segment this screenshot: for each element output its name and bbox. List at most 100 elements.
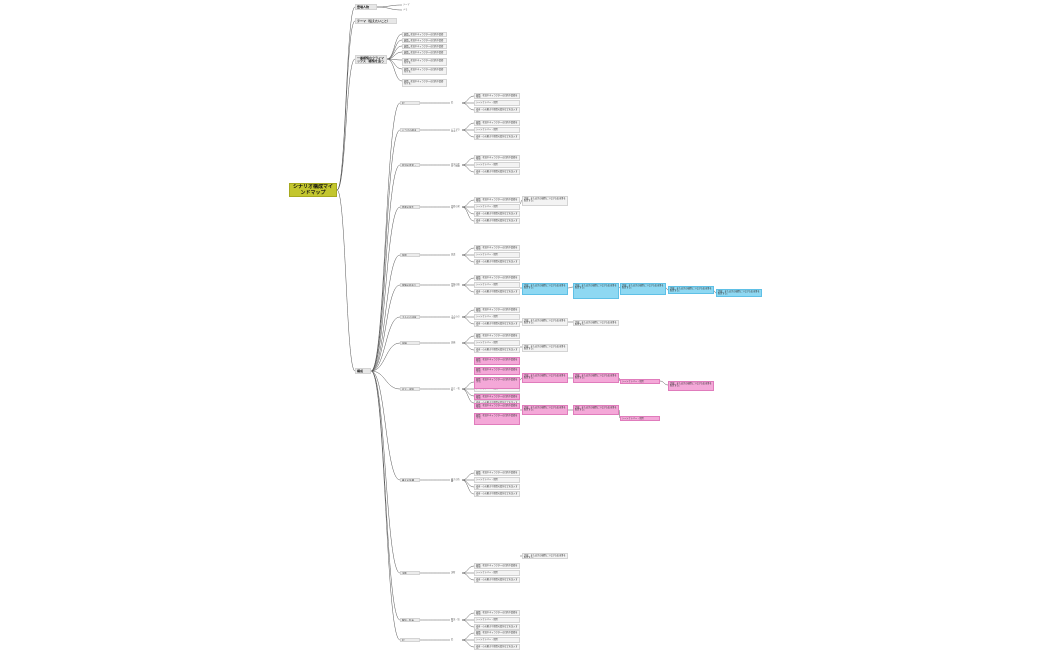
highlight-leaf[interactable]: 展開、状況やキャラクターの目的や葛藤を示す。 <box>474 367 520 375</box>
content-leaf[interactable]: シーンナンバー・場所 <box>474 100 520 106</box>
blue-note[interactable]: 伏線、または次の展開につながる出来事を配置する。 <box>573 283 619 299</box>
content-leaf[interactable]: シーンナンバー・場所 <box>474 477 520 483</box>
content-leaf[interactable]: 内容・心の動きや感情の変化などを記入する。 <box>474 259 520 265</box>
section-sub[interactable]: 最大の危機 <box>451 478 460 482</box>
content-leaf[interactable]: 展開、状況やキャラクターの目的や葛藤を示す。 <box>474 630 520 636</box>
highlight-leaf[interactable]: 展開、状況やキャラクターの目的や葛藤を示す。 <box>474 377 520 389</box>
content-leaf[interactable]: 展開、状況やキャラクターの目的や葛藤を示す。 <box>474 470 520 476</box>
climax-leaf[interactable]: 展開、状況やキャラクターの目的や葛藤を示す。 <box>402 38 447 43</box>
section-node[interactable]: 対立・攻防 <box>400 387 420 391</box>
section-node[interactable]: 起 <box>400 101 420 105</box>
content-leaf[interactable]: シーンナンバー・場所 <box>474 204 520 210</box>
content-leaf[interactable]: 内容・心の動きや感情の変化などを記入する。 <box>474 169 520 175</box>
section-node[interactable]: 主人公の決意 <box>400 315 420 319</box>
branch-characters[interactable]: 登場人物 <box>355 4 377 10</box>
content-leaf[interactable]: シーンナンバー・場所 <box>474 282 520 288</box>
side-note[interactable]: 伏線、または次の展開につながる出来事を配置する。 <box>573 320 619 326</box>
climax-leaf[interactable]: 展開、状況やキャラクターの目的や葛藤を示す。 <box>402 32 447 37</box>
content-leaf[interactable]: 内容・心の動きや感情の変化などを記入する。 <box>474 644 520 650</box>
highlight-tail[interactable]: シーンナンバー・場所 <box>620 379 660 384</box>
side-note[interactable]: 伏線、または次の展開につながる出来事を配置する。 <box>522 553 568 559</box>
content-leaf[interactable]: 展開、状況やキャラクターの目的や葛藤を示す。 <box>474 610 520 616</box>
content-leaf[interactable]: 内容・心の動きや感情の変化などを記入する。 <box>474 491 520 497</box>
highlight-leaf[interactable]: 展開、状況やキャラクターの目的や葛藤を示す。 <box>474 403 520 409</box>
content-leaf[interactable]: 展開、状況やキャラクターの目的や葛藤を示す。 <box>474 93 520 99</box>
blue-note[interactable]: 伏線、または次の展開につながる出来事を配置する。 <box>522 283 568 295</box>
highlight-note[interactable]: 伏線、または次の展開につながる出来事を配置する。 <box>522 373 568 383</box>
side-note[interactable]: 伏線、または次の展開につながる出来事を配置する。 <box>522 344 568 352</box>
section-node[interactable]: 解決・結末 <box>400 618 420 622</box>
content-leaf[interactable]: シーンナンバー・場所 <box>474 127 520 133</box>
section-sub[interactable]: 解決・結末 <box>451 618 460 622</box>
content-leaf[interactable]: 内容・心の動きや感情の変化などを記入する。 <box>474 347 520 353</box>
section-sub[interactable]: 起 <box>451 101 454 104</box>
section-node[interactable]: 試練 <box>400 341 420 345</box>
section-sub[interactable]: 冒険の始まり <box>451 283 460 287</box>
side-note[interactable]: 伏線、または次の展開につながる出来事を配置する。 <box>522 318 568 326</box>
highlight-leaf[interactable]: 展開、状況やキャラクターの目的や葛藤を示す。 <box>474 394 520 400</box>
content-leaf[interactable]: 展開、状況やキャラクターの目的や葛藤を示す。 <box>474 245 520 251</box>
content-leaf[interactable]: シーンナンバー・場所 <box>474 314 520 320</box>
content-leaf[interactable]: シーンナンバー・場所 <box>474 252 520 258</box>
climax-leaf[interactable]: 展開、状況やキャラクターの目的や葛藤を示す。 <box>402 50 447 55</box>
branch-climax[interactable]: 一番感情のクライマックス（感情を追ってもらう） <box>355 55 387 64</box>
leaf-memo[interactable]: メモ <box>403 8 408 11</box>
climax-leaf[interactable]: 展開、状況やキャラクターの目的や葛藤を示す。 <box>402 79 447 87</box>
blue-note[interactable]: 伏線、または次の展開につながる出来事を配置する。 <box>668 286 714 294</box>
blue-note[interactable]: 伏線、または次の展開につながる出来事を配置する。 <box>620 283 666 295</box>
section-node[interactable]: 冒険の始まり <box>400 283 420 287</box>
content-leaf[interactable]: 内容・心の動きや感情の変化などを記入する。 <box>474 218 520 224</box>
content-leaf[interactable]: 内容・心の動きや感情の変化などを記入する。 <box>474 289 520 295</box>
content-leaf[interactable]: 展開、状況やキャラクターの目的や葛藤を示す。 <box>474 197 520 203</box>
highlight-tail[interactable]: シーンナンバー・場所 <box>620 416 660 421</box>
content-leaf[interactable]: シーンナンバー・場所 <box>474 340 520 346</box>
highlight-leaf[interactable]: 展開、状況やキャラクターの目的や葛藤を示す。 <box>474 357 520 365</box>
content-leaf[interactable]: シーンナンバー・場所 <box>474 637 520 643</box>
section-node[interactable]: 葛藤の発生 <box>400 205 420 209</box>
section-node[interactable]: 起 <box>400 638 420 642</box>
content-leaf[interactable]: 展開、状況やキャラクターの目的や葛藤を示す。 <box>474 120 520 126</box>
climax-leaf[interactable]: 展開、状況やキャラクターの目的や葛藤を示す。 <box>402 58 447 66</box>
content-leaf[interactable]: 展開、状況やキャラクターの目的や葛藤を示す。 <box>474 563 520 569</box>
section-sub[interactable]: 主人公の決意 <box>451 315 460 319</box>
section-sub[interactable]: 起 <box>451 638 454 641</box>
section-sub[interactable]: 葛藤の発生 <box>451 205 460 209</box>
highlight-note[interactable]: 伏線、または次の展開につながる出来事を配置する。 <box>573 373 619 383</box>
branch-structure[interactable]: 構成 <box>355 368 371 374</box>
content-leaf[interactable]: 内容・心の動きや感情の変化などを記入する。 <box>474 624 520 630</box>
branch-theme[interactable]: テーマ（伝えたいこと） <box>355 18 397 24</box>
root-node[interactable]: シナリオ構成マインドマップ <box>289 183 337 197</box>
section-sub[interactable]: ドラマの始まり <box>451 128 460 132</box>
content-leaf[interactable]: 展開、状況やキャラクターの目的や葛藤を示す。 <box>474 307 520 313</box>
climax-leaf[interactable]: 展開、状況やキャラクターの目的や葛藤を示す。 <box>402 44 447 49</box>
climax-leaf[interactable]: 展開、状況やキャラクターの目的や葛藤を示す。 <box>402 67 447 75</box>
highlight-note[interactable]: 伏線、または次の展開につながる出来事を配置する。 <box>573 405 619 415</box>
section-node[interactable]: 最大の危機 <box>400 478 420 482</box>
section-sub[interactable]: 決断 <box>451 571 456 574</box>
section-node[interactable]: ドラマの始まり <box>400 128 420 132</box>
highlight-leaf[interactable]: 展開、状況やキャラクターの目的や葛藤を示す。 <box>474 413 520 425</box>
content-leaf[interactable]: 内容・心の動きや感情の変化などを記入する。 <box>474 107 520 113</box>
side-note[interactable]: 伏線、または次の展開につながる出来事を配置する。 <box>522 196 568 206</box>
section-sub[interactable]: 試練 <box>451 341 456 344</box>
content-leaf[interactable]: 内容・心の動きや感情の変化などを記入する。 <box>474 134 520 140</box>
section-sub[interactable]: 状況の変化・新展開 <box>451 163 460 167</box>
content-leaf[interactable]: 展開、状況やキャラクターの目的や葛藤を示す。 <box>474 275 520 281</box>
content-leaf[interactable]: 内容・心の動きや感情の変化などを記入する。 <box>474 211 520 217</box>
blue-note[interactable]: 伏線、または次の展開につながる出来事を配置する。 <box>716 289 762 297</box>
content-leaf[interactable]: 内容・心の動きや感情の変化などを記入する。 <box>474 577 520 583</box>
content-leaf[interactable]: 内容・心の動きや感情の変化などを記入する。 <box>474 321 520 327</box>
content-leaf[interactable]: 展開、状況やキャラクターの目的や葛藤を示す。 <box>474 155 520 161</box>
highlight-note[interactable]: 伏線、または次の展開につながる出来事を配置する。 <box>522 405 568 415</box>
content-leaf[interactable]: シーンナンバー・場所 <box>474 570 520 576</box>
highlight-tail[interactable]: 伏線、または次の展開につながる出来事を配置する。 <box>668 381 714 391</box>
section-node[interactable]: 混迷 <box>400 253 420 257</box>
section-node[interactable]: 決断 <box>400 571 420 575</box>
section-node[interactable]: 状況の変化・新展開 <box>400 163 420 167</box>
content-leaf[interactable]: シーンナンバー・場所 <box>474 617 520 623</box>
section-sub[interactable]: 対立・攻防 <box>451 387 460 391</box>
section-sub[interactable]: 混迷 <box>451 253 456 256</box>
leaf-theme[interactable]: テーマ <box>403 3 410 6</box>
content-leaf[interactable]: 内容・心の動きや感情の変化などを記入する。 <box>474 484 520 490</box>
content-leaf[interactable]: シーンナンバー・場所 <box>474 162 520 168</box>
